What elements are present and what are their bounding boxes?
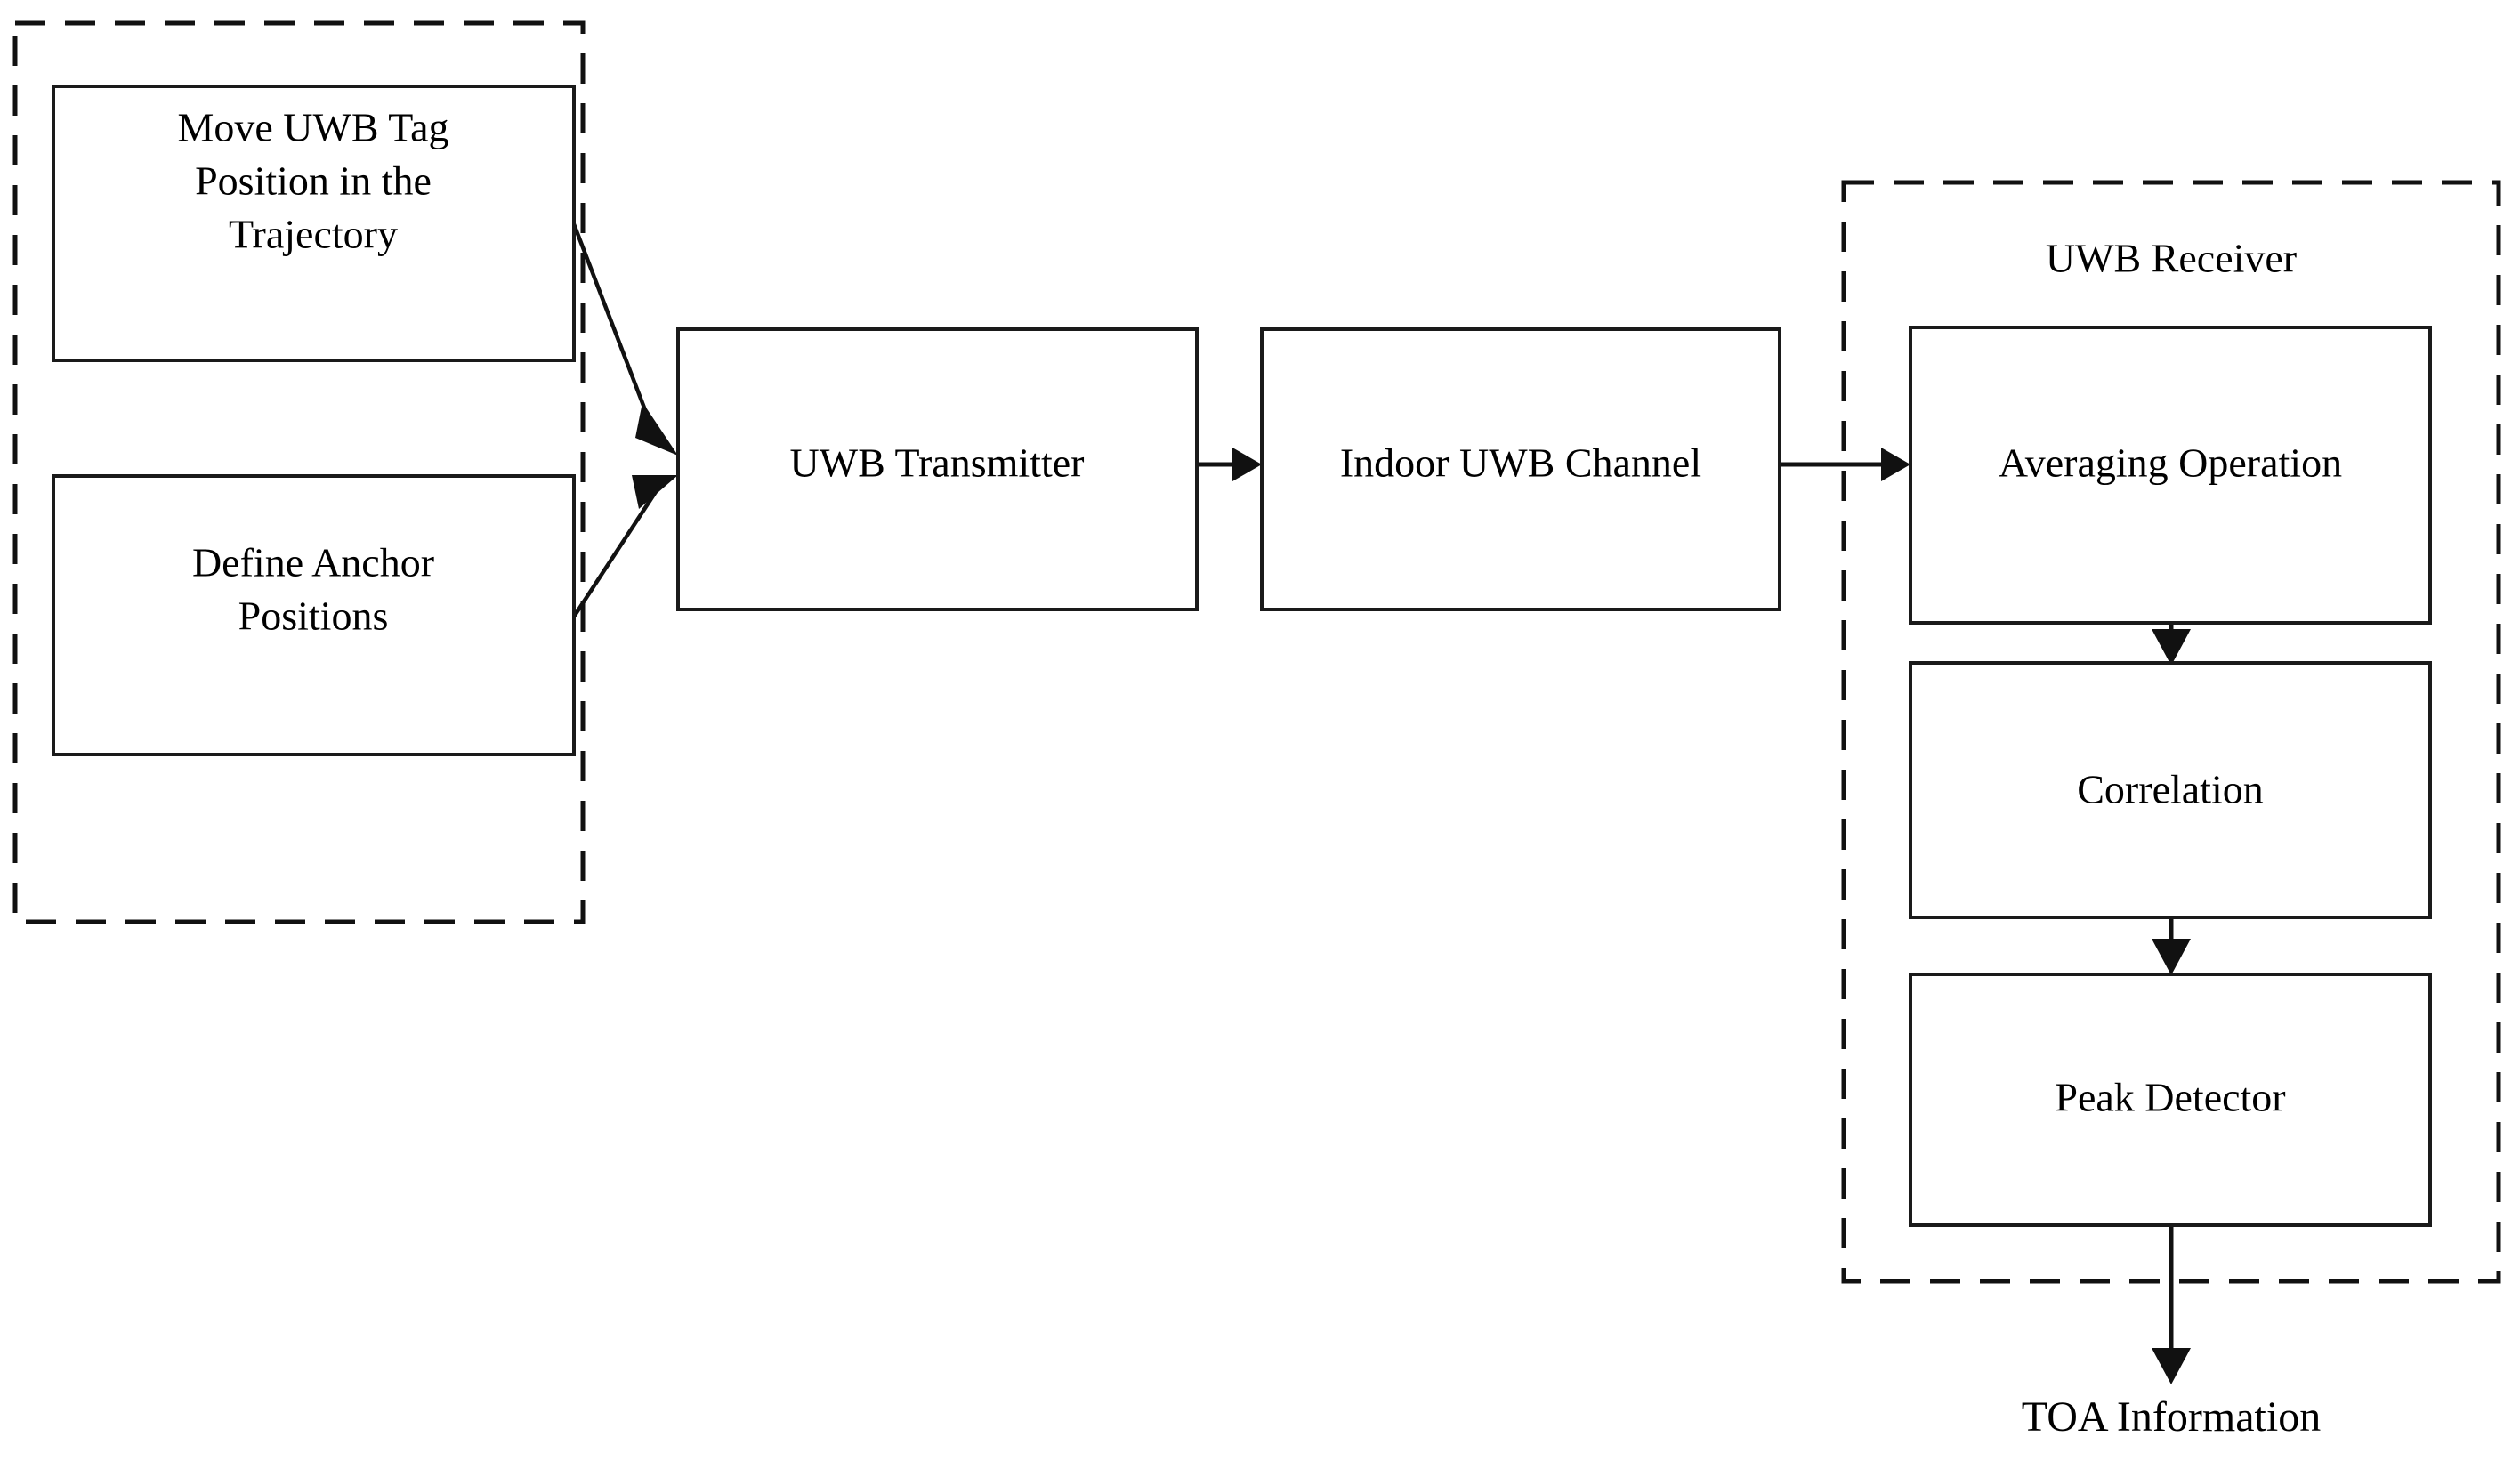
- edge-peak-to-toa: [2152, 1225, 2191, 1384]
- node-define-anchor-positions-line-2: Positions: [238, 593, 389, 639]
- node-averaging-operation-label: Averaging Operation: [1999, 440, 2342, 486]
- group-uwb-receiver: [1841, 180, 2501, 1284]
- node-define-anchor-positions-line-1: Define Anchor: [192, 540, 434, 585]
- group-label-uwb-receiver: UWB Receiver: [2046, 236, 2297, 281]
- arrowhead-anchor-to-transmitter: [632, 475, 678, 509]
- node-peak-detector-rect[interactable]: [1909, 973, 2432, 1227]
- edge-channel-to-averaging: [1780, 448, 1910, 481]
- node-averaging-operation[interactable]: Averaging Operation: [1909, 326, 2432, 625]
- node-indoor-uwb-channel[interactable]: Indoor UWB Channel: [1260, 327, 1781, 611]
- edge-transmitter-to-channel: [1197, 448, 1262, 481]
- node-correlation-rect[interactable]: [1909, 661, 2432, 919]
- node-indoor-uwb-channel-rect[interactable]: [1260, 327, 1781, 611]
- node-indoor-uwb-channel-label: Indoor UWB Channel: [1340, 440, 1701, 486]
- node-move-uwb-tag-line-2: Position in the: [195, 158, 432, 204]
- node-correlation[interactable]: Correlation: [1909, 661, 2432, 919]
- arrowhead-tag-to-transmitter: [635, 402, 678, 456]
- node-move-uwb-tag-line-3: Trajectory: [229, 212, 398, 257]
- output-label-toa-information: TOA Information: [2022, 1393, 2321, 1441]
- arrowhead-channel-to-averaging: [1881, 448, 1910, 481]
- edge-averaging-to-correlation: [2152, 623, 2191, 666]
- node-peak-detector[interactable]: Peak Detector: [1909, 973, 2432, 1227]
- edge-anchor-to-transmitter: [572, 475, 678, 618]
- node-define-anchor-positions[interactable]: Define Anchor Positions: [52, 474, 576, 756]
- edge-correlation-to-peak: [2152, 917, 2191, 975]
- node-uwb-transmitter-label: UWB Transmitter: [790, 440, 1085, 486]
- edge-tag-to-transmitter: [571, 223, 678, 456]
- node-move-uwb-tag-line-1: Move UWB Tag: [177, 105, 448, 150]
- arrowhead-transmitter-to-channel: [1232, 448, 1262, 481]
- arrowhead-peak-to-toa: [2152, 1348, 2191, 1384]
- node-peak-detector-label: Peak Detector: [2055, 1075, 2285, 1120]
- node-uwb-transmitter[interactable]: UWB Transmitter: [676, 327, 1199, 611]
- group-transmitter-setup: [12, 20, 586, 924]
- node-move-uwb-tag-rect[interactable]: [52, 85, 576, 362]
- node-define-anchor-positions-rect[interactable]: [52, 474, 576, 756]
- node-correlation-label: Correlation: [2077, 767, 2264, 812]
- arrowhead-averaging-to-correlation: [2152, 629, 2191, 666]
- arrowhead-correlation-to-peak: [2152, 939, 2191, 975]
- node-move-uwb-tag[interactable]: Move UWB Tag Position in the Trajectory: [52, 85, 576, 362]
- node-averaging-operation-rect[interactable]: [1909, 326, 2432, 625]
- node-uwb-transmitter-rect[interactable]: [676, 327, 1199, 611]
